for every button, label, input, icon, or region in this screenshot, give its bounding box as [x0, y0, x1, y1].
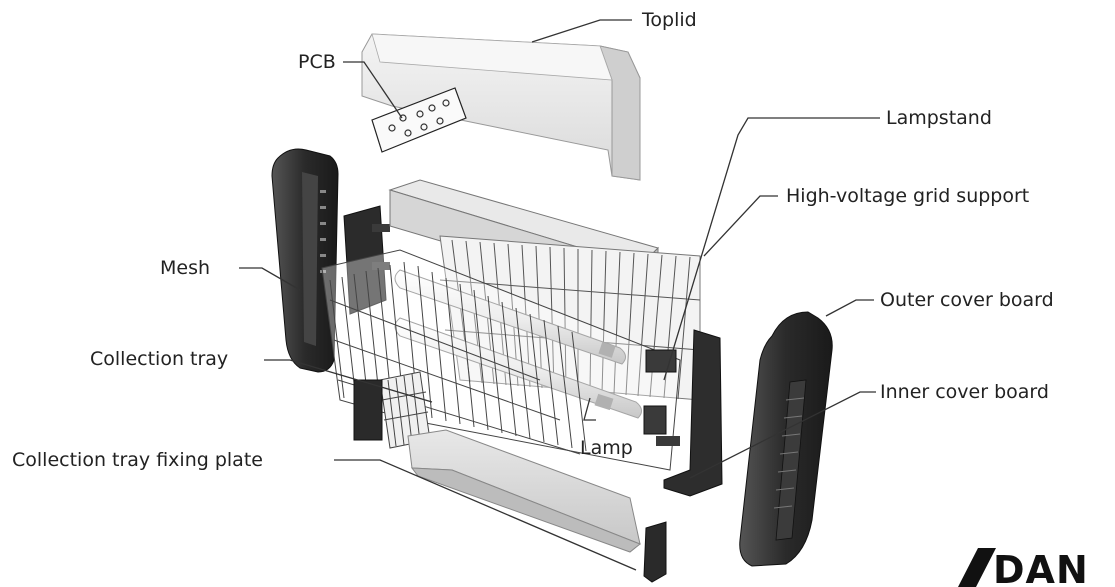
- brand-logo-text: DAN: [993, 548, 1089, 587]
- label-lamp: Lamp: [580, 437, 633, 459]
- pcb-board: [371, 87, 467, 153]
- left-end-cover: [271, 148, 339, 373]
- leader-lines: [239, 19, 880, 571]
- brand-logo: DAN: [935, 548, 1115, 587]
- label-outer-cover: Outer cover board: [880, 289, 1054, 311]
- label-toplid: Toplid: [642, 9, 697, 31]
- top-lid: [361, 33, 641, 181]
- label-lampstand: Lampstand: [886, 107, 992, 129]
- left-bracket: [343, 205, 390, 315]
- outer-cover-board: [739, 311, 833, 567]
- label-collection-tray: Collection tray: [90, 348, 229, 370]
- collection-tray: [407, 429, 641, 553]
- label-mesh: Mesh: [160, 257, 211, 279]
- tray-fixing-clip: [643, 521, 667, 583]
- brand-logo-mark: [958, 548, 996, 587]
- bottom-grid: [353, 371, 431, 449]
- label-inner-cover: Inner cover board: [880, 381, 1049, 403]
- label-pcb: PCB: [298, 51, 336, 73]
- label-grid-support: High-voltage grid support: [786, 185, 1030, 207]
- label-fixing-plate: Collection tray fixing plate: [12, 449, 263, 471]
